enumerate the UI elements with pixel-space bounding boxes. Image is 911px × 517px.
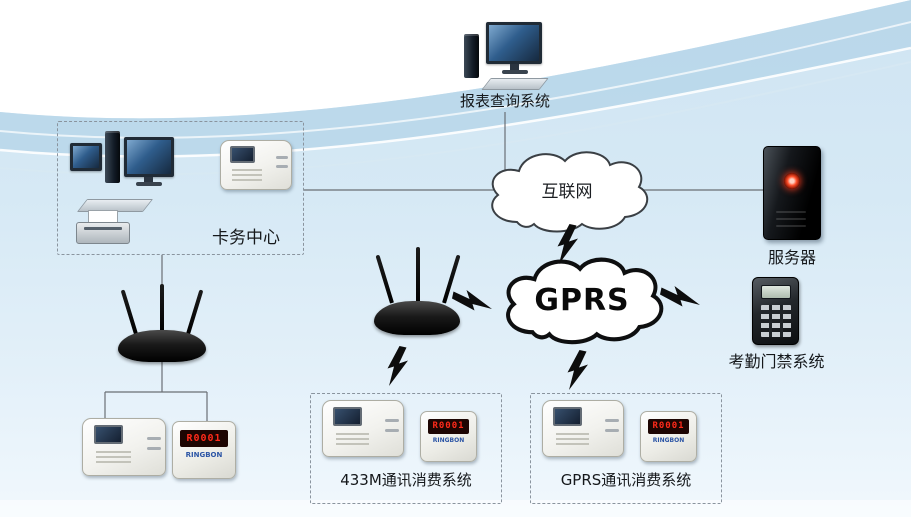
- pos-slot: [275, 156, 288, 160]
- 433m-pos-terminal-icon: [322, 400, 404, 457]
- pos-screen: [333, 407, 363, 426]
- computer-monitor: [70, 143, 102, 171]
- pos-slot: [146, 447, 161, 451]
- server-power-glow: [784, 173, 800, 189]
- 433m-led-terminal-icon: R0001 RINGBON: [420, 411, 477, 462]
- report-computer-icon: [462, 20, 557, 102]
- server-vent: [776, 225, 806, 227]
- router-antenna: [186, 289, 204, 335]
- pos-screen: [553, 407, 583, 426]
- lightning-bolt-icon: [387, 346, 408, 386]
- card-center-label: 卡务中心: [212, 228, 280, 248]
- lightning-bolt-icon: [567, 350, 588, 390]
- pos-keypad: [96, 451, 131, 467]
- 433m-system-label: 433M通讯消费系统: [340, 471, 472, 489]
- router-antenna: [416, 247, 420, 303]
- card-center-computer-icon: [70, 127, 195, 219]
- attendance-keypad: [761, 305, 791, 337]
- router-antenna: [160, 284, 164, 334]
- gprs-led-terminal-icon: R0001 RINGBON: [640, 411, 697, 462]
- printer-icon: [76, 210, 132, 246]
- monitor-base: [136, 182, 162, 186]
- pos-keypad: [232, 168, 262, 182]
- attendance-label: 考勤门禁系统: [728, 352, 825, 371]
- gprs-label: GPRS: [534, 283, 630, 318]
- router-antenna: [375, 254, 394, 304]
- pos-keypad: [555, 432, 590, 448]
- led-display: R0001: [180, 429, 228, 447]
- server-vent: [776, 218, 806, 220]
- monitor-stand: [144, 177, 153, 182]
- printer-slot: [84, 227, 122, 230]
- led-brand-text: RINGBON: [185, 451, 223, 460]
- server-icon: [763, 146, 821, 240]
- gprs-pos-terminal-icon: [542, 400, 624, 457]
- pos-slot: [385, 428, 399, 432]
- monitor-base: [502, 70, 528, 74]
- pos-slot: [605, 418, 619, 422]
- printer-body: [76, 222, 130, 244]
- computer-monitor: [124, 137, 174, 177]
- pos-screen: [93, 425, 124, 445]
- left-pos-terminal-icon: [82, 418, 166, 476]
- left-router-icon: [116, 284, 208, 366]
- internet-label: 互联网: [541, 182, 593, 202]
- computer-monitor: [486, 22, 542, 64]
- card-center-pos-terminal-icon: [220, 140, 292, 190]
- led-brand-text: RINGBON: [432, 437, 465, 445]
- pos-slot: [605, 428, 619, 432]
- pos-slot: [275, 165, 288, 168]
- server-vent: [776, 211, 806, 213]
- pos-keypad: [335, 432, 370, 448]
- router-body: [118, 330, 206, 362]
- led-display: R0001: [647, 418, 690, 434]
- computer-tower: [105, 131, 120, 183]
- pos-screen: [230, 146, 256, 163]
- attendance-screen: [761, 285, 791, 299]
- keyboard: [481, 78, 549, 90]
- router-antenna: [120, 289, 138, 335]
- center-router-icon: [374, 247, 462, 339]
- computer-tower: [464, 34, 479, 78]
- server-label: 服务器: [767, 248, 816, 267]
- led-display: R0001: [427, 418, 470, 434]
- left-led-terminal-icon: R0001 RINGBON: [172, 421, 236, 479]
- gprs-system-label: GPRS通讯消费系统: [560, 471, 692, 489]
- pos-slot: [146, 436, 161, 441]
- router-antenna: [442, 254, 461, 304]
- router-body: [374, 301, 460, 335]
- pos-slot: [385, 418, 399, 422]
- attendance-terminal-icon: [752, 277, 799, 345]
- report-system-label: 报表查询系统: [459, 92, 550, 110]
- led-brand-text: RINGBON: [652, 437, 685, 445]
